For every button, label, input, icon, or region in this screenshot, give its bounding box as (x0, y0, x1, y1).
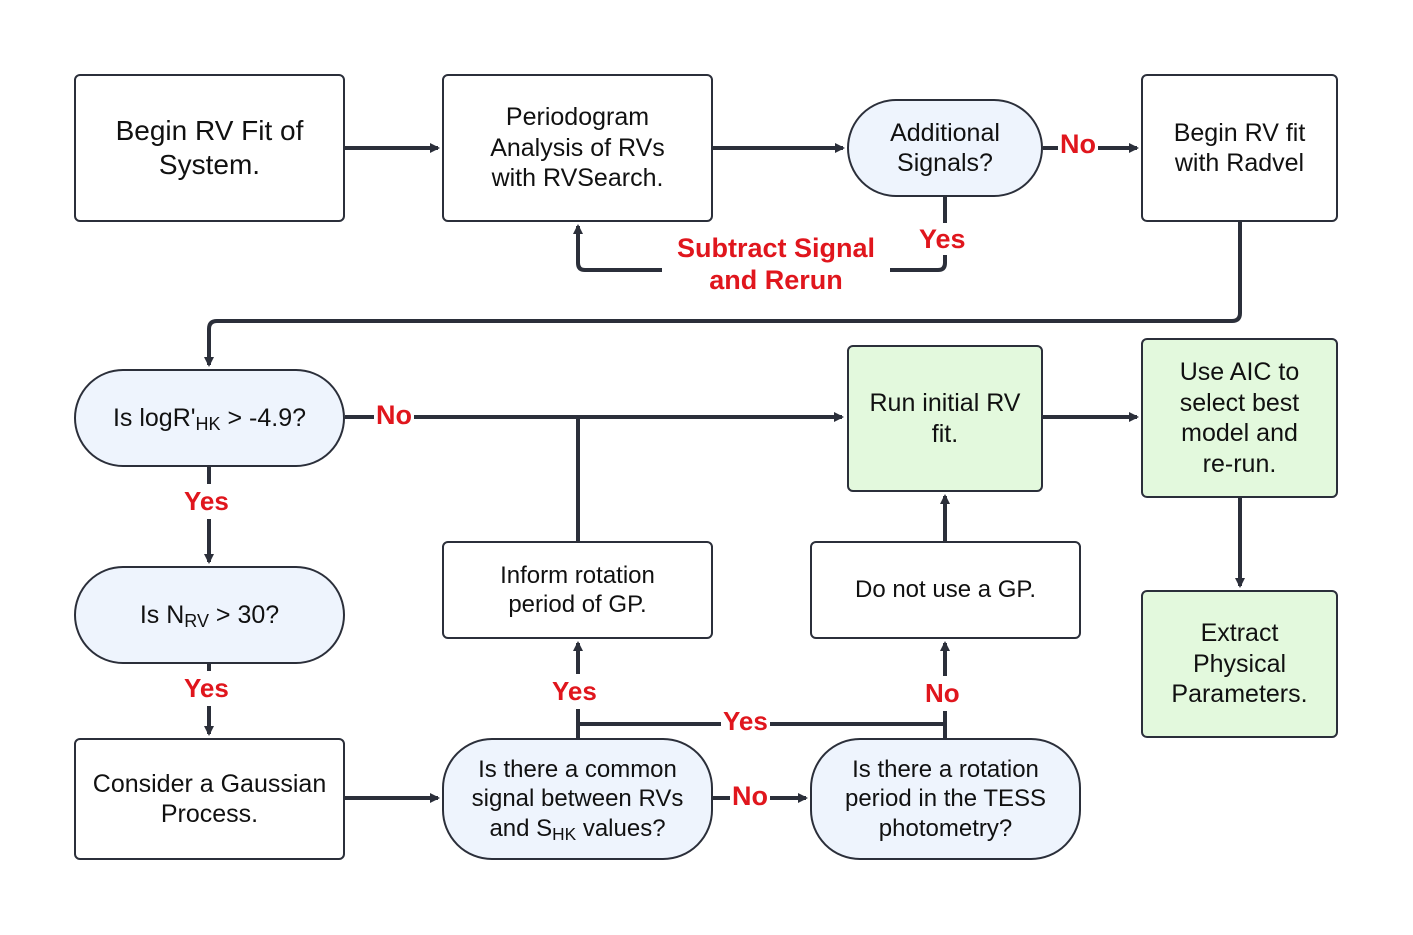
begin-rv-fit-box: Begin RV Fit of System. (74, 74, 345, 222)
additional-signals-decision: Additional Signals? (847, 99, 1043, 197)
use-aic-text: Use AIC to select best model and re-run. (1179, 358, 1300, 478)
label-no-logr: No (374, 399, 414, 432)
arrow-radvel-to-logr (204, 222, 1242, 367)
common-suffix: values? (576, 814, 666, 842)
extract-parameters-text: Extract Physical Parameters. (1171, 619, 1308, 709)
nrv-prefix: Is N (139, 600, 185, 629)
label-subtract-line1: Subtract Signal (676, 233, 876, 263)
run-initial-fit-box: Run initial RV fit. (847, 345, 1043, 492)
additional-signals-text: Additional Signals? (890, 118, 1000, 178)
label-subtract-line2: and Rerun (709, 265, 843, 296)
label-yes-logr: Yes (182, 484, 231, 520)
inform-rotation-box: Inform rotation period of GP. (442, 541, 713, 639)
logr-prefix: Is logR' (112, 403, 196, 432)
begin-radvel-text: Begin RV fit with Radvel (1173, 118, 1306, 178)
tess-rotation-decision: Is there a rotation period in the TESS p… (810, 738, 1081, 860)
logr-suffix: > -4.9? (220, 403, 307, 432)
label-no-common: No (730, 780, 770, 813)
nrv-decision: Is NRV > 30? (74, 566, 345, 664)
consider-gp-text: Consider a Gaussian Process. (92, 769, 327, 829)
nrv-suffix: > 30? (208, 600, 280, 629)
label-no-additional: No (1058, 128, 1098, 161)
common-subscript: HK (552, 823, 577, 844)
nrv-text: Is NRV > 30? (140, 600, 279, 631)
common-signal-decision: Is there a common signal between RVs and… (442, 738, 713, 860)
run-initial-fit-text: Run initial RV fit. (869, 389, 1021, 448)
nrv-subscript: RV (184, 610, 209, 631)
no-gp-box: Do not use a GP. (810, 541, 1081, 639)
begin-rv-fit-text: Begin RV Fit of System. (115, 114, 304, 180)
label-yes-common: Yes (550, 674, 599, 710)
label-yes-nrv: Yes (182, 671, 231, 707)
no-gp-text: Do not use a GP. (854, 576, 1036, 604)
inform-rotation-text: Inform rotation period of GP. (500, 561, 655, 618)
label-yes-merge: Yes (721, 706, 770, 738)
common-prefix: Is there a common signal between RVs and… (471, 756, 684, 842)
begin-radvel-box: Begin RV fit with Radvel (1141, 74, 1338, 222)
periodogram-box: Periodogram Analysis of RVs with RVSearc… (442, 74, 713, 222)
label-subtract-rerun: Subtract Signal and Rerun (662, 232, 890, 297)
label-yes-additional: Yes (917, 223, 968, 256)
logr-subscript: HK (195, 413, 221, 434)
label-no-tess: No (923, 676, 962, 712)
periodogram-text: Periodogram Analysis of RVs with RVSearc… (490, 103, 665, 193)
use-aic-box: Use AIC to select best model and re-run. (1141, 338, 1338, 498)
logr-text: Is logR'HK > -4.9? (113, 403, 306, 434)
common-signal-text: Is there a common signal between RVs and… (453, 755, 703, 843)
consider-gp-box: Consider a Gaussian Process. (74, 738, 345, 860)
extract-parameters-box: Extract Physical Parameters. (1141, 590, 1338, 738)
logr-decision: Is logR'HK > -4.9? (74, 369, 345, 467)
tess-rotation-text: Is there a rotation period in the TESS p… (844, 756, 1046, 842)
